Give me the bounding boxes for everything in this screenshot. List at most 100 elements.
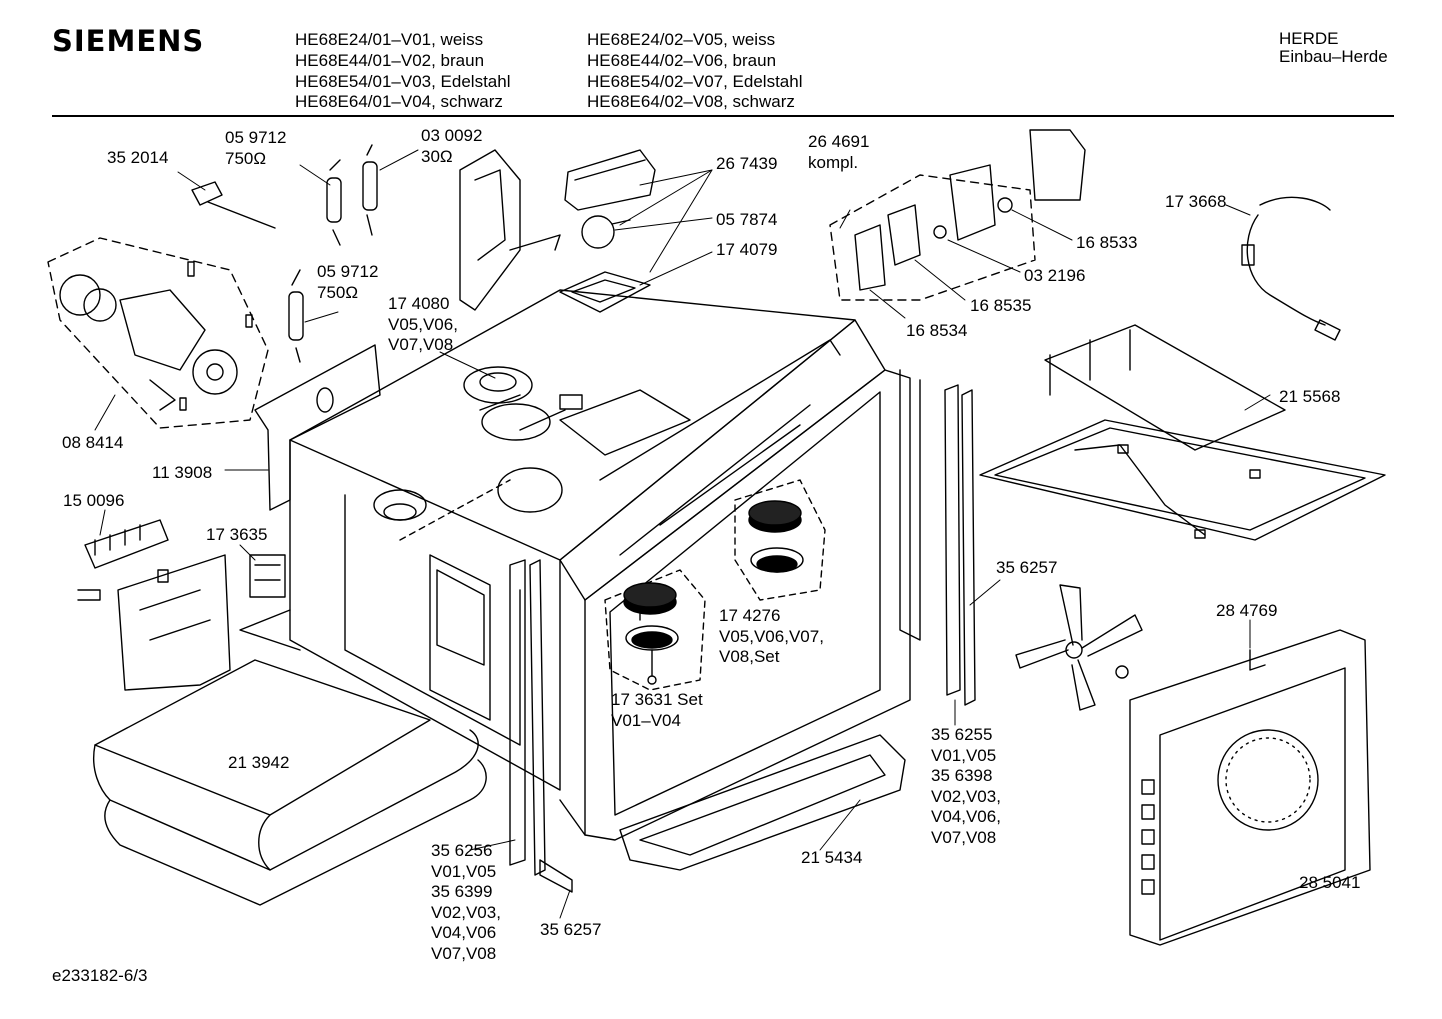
part-label-168533: 16 8533 xyxy=(1076,233,1137,254)
label-line: V04,V06 xyxy=(431,923,497,943)
siemens-logo: SIEMENS xyxy=(52,24,205,58)
sensor-probe xyxy=(191,181,276,229)
label-line: 750Ω xyxy=(225,148,267,168)
model-line: HE68E44/02–V06, braun xyxy=(587,50,777,70)
part-label-284769: 28 4769 xyxy=(1216,601,1277,622)
fan-motor-assembly xyxy=(47,237,269,429)
grill-element xyxy=(979,324,1386,541)
part-label-150096: 15 0096 xyxy=(63,491,124,512)
label-line: V07,V08 xyxy=(431,943,497,963)
label-line: 35 6256 xyxy=(431,841,493,860)
model-list-right: HE68E24/02–V05, weiss HE68E44/02–V06, br… xyxy=(587,30,803,113)
cable-sensor xyxy=(1241,196,1341,341)
part-label-356257-bottom: 35 6257 xyxy=(540,920,601,941)
label-line: 05 9712 xyxy=(317,262,379,281)
label-line: 30Ω xyxy=(421,146,453,166)
part-label-088414: 08 8414 xyxy=(62,433,123,454)
label-line: 05 7874 xyxy=(716,210,778,229)
lamp-housing xyxy=(564,149,656,249)
label-line: 35 6398 xyxy=(931,766,993,786)
label-line: V01,V05 xyxy=(431,861,497,881)
label-line: V04,V06, xyxy=(931,807,1001,827)
label-line: V05,V06,V07, xyxy=(719,626,824,646)
model-line: HE68E24/01–V01, weiss xyxy=(295,30,484,49)
part-label-174079: 17 4079 xyxy=(716,240,777,261)
label-line: 35 6257 xyxy=(996,558,1058,577)
insulation-mat xyxy=(93,659,487,906)
label-line: 11 3908 xyxy=(152,463,213,482)
label-line: V07,V08 xyxy=(388,335,454,355)
label-line: 26 7439 xyxy=(716,154,778,173)
model-line: HE68E54/02–V07, Edelstahl xyxy=(587,71,803,91)
part-label-173635: 17 3635 xyxy=(206,525,267,546)
fan-opening-outline xyxy=(399,479,826,691)
label-line: 15 0096 xyxy=(63,491,125,510)
label-line: V08,Set xyxy=(719,647,780,667)
label-line: 28 5041 xyxy=(1299,873,1361,892)
label-line: 17 4079 xyxy=(716,240,778,259)
side-panel xyxy=(254,344,381,511)
label-line: 03 2196 xyxy=(1024,266,1086,285)
model-line: HE68E44/01–V02, braun xyxy=(295,50,485,70)
label-line: V05,V06, xyxy=(388,314,458,334)
bracket-plate-top xyxy=(459,149,561,311)
label-line: V02,V03, xyxy=(431,902,501,922)
label-line: 21 5568 xyxy=(1279,387,1341,406)
category-title: HERDE xyxy=(1279,29,1339,48)
label-line: V02,V03, xyxy=(931,786,1001,806)
category-subtitle: Einbau–Herde xyxy=(1279,47,1388,66)
part-label-032196: 03 2196 xyxy=(1024,266,1085,287)
part-label-168535: 16 8535 xyxy=(970,296,1031,317)
part-label-356257-right: 35 6257 xyxy=(996,558,1057,579)
category-block: HERDE Einbau–Herde xyxy=(1279,30,1388,66)
label-line: V01,V05 xyxy=(931,745,997,765)
label-line: 03 0092 xyxy=(421,126,483,145)
door-lock-assembly xyxy=(829,129,1086,301)
label-line: 16 8535 xyxy=(970,296,1032,315)
label-line: 35 6257 xyxy=(540,920,602,939)
label-line: 35 2014 xyxy=(107,148,169,167)
part-label-173668: 17 3668 xyxy=(1165,192,1226,213)
label-line: kompl. xyxy=(808,152,859,172)
part-label-213942: 21 3942 xyxy=(228,753,289,774)
model-line: HE68E54/01–V03, Edelstahl xyxy=(295,71,511,91)
part-label-215568: 21 5568 xyxy=(1279,387,1340,408)
header-divider xyxy=(52,115,1394,117)
oven-cavity xyxy=(239,289,921,841)
relay xyxy=(249,554,286,598)
label-line: 35 6399 xyxy=(431,882,493,902)
label-line: 17 4276 xyxy=(719,606,781,625)
model-list-left: HE68E24/01–V01, weiss HE68E44/01–V02, br… xyxy=(295,30,511,113)
terminal-block xyxy=(77,519,169,601)
label-line: 17 4080 xyxy=(388,294,450,313)
label-line: 16 8533 xyxy=(1076,233,1138,252)
label-line: 750Ω xyxy=(317,282,359,302)
part-label-215434: 21 5434 xyxy=(801,848,862,869)
fan-cover-set xyxy=(623,500,804,685)
label-line: V01–V04 xyxy=(611,710,681,730)
label-line: 17 3668 xyxy=(1165,192,1227,211)
control-board xyxy=(117,554,231,691)
part-label-267439: 26 7439 xyxy=(716,154,777,175)
leader-lines xyxy=(94,149,1271,919)
part-label-352014: 35 2014 xyxy=(107,148,168,169)
label-line: 28 4769 xyxy=(1216,601,1278,620)
label-line: 26 4691 xyxy=(808,132,870,151)
fan-blade xyxy=(1015,584,1143,711)
label-line: 35 6255 xyxy=(931,725,993,744)
part-label-168534: 16 8534 xyxy=(906,321,967,342)
label-line: 17 3631 Set xyxy=(611,690,703,709)
rear-cover xyxy=(1129,629,1371,946)
label-line: 08 8414 xyxy=(62,433,124,452)
part-label-285041: 28 5041 xyxy=(1299,873,1360,894)
